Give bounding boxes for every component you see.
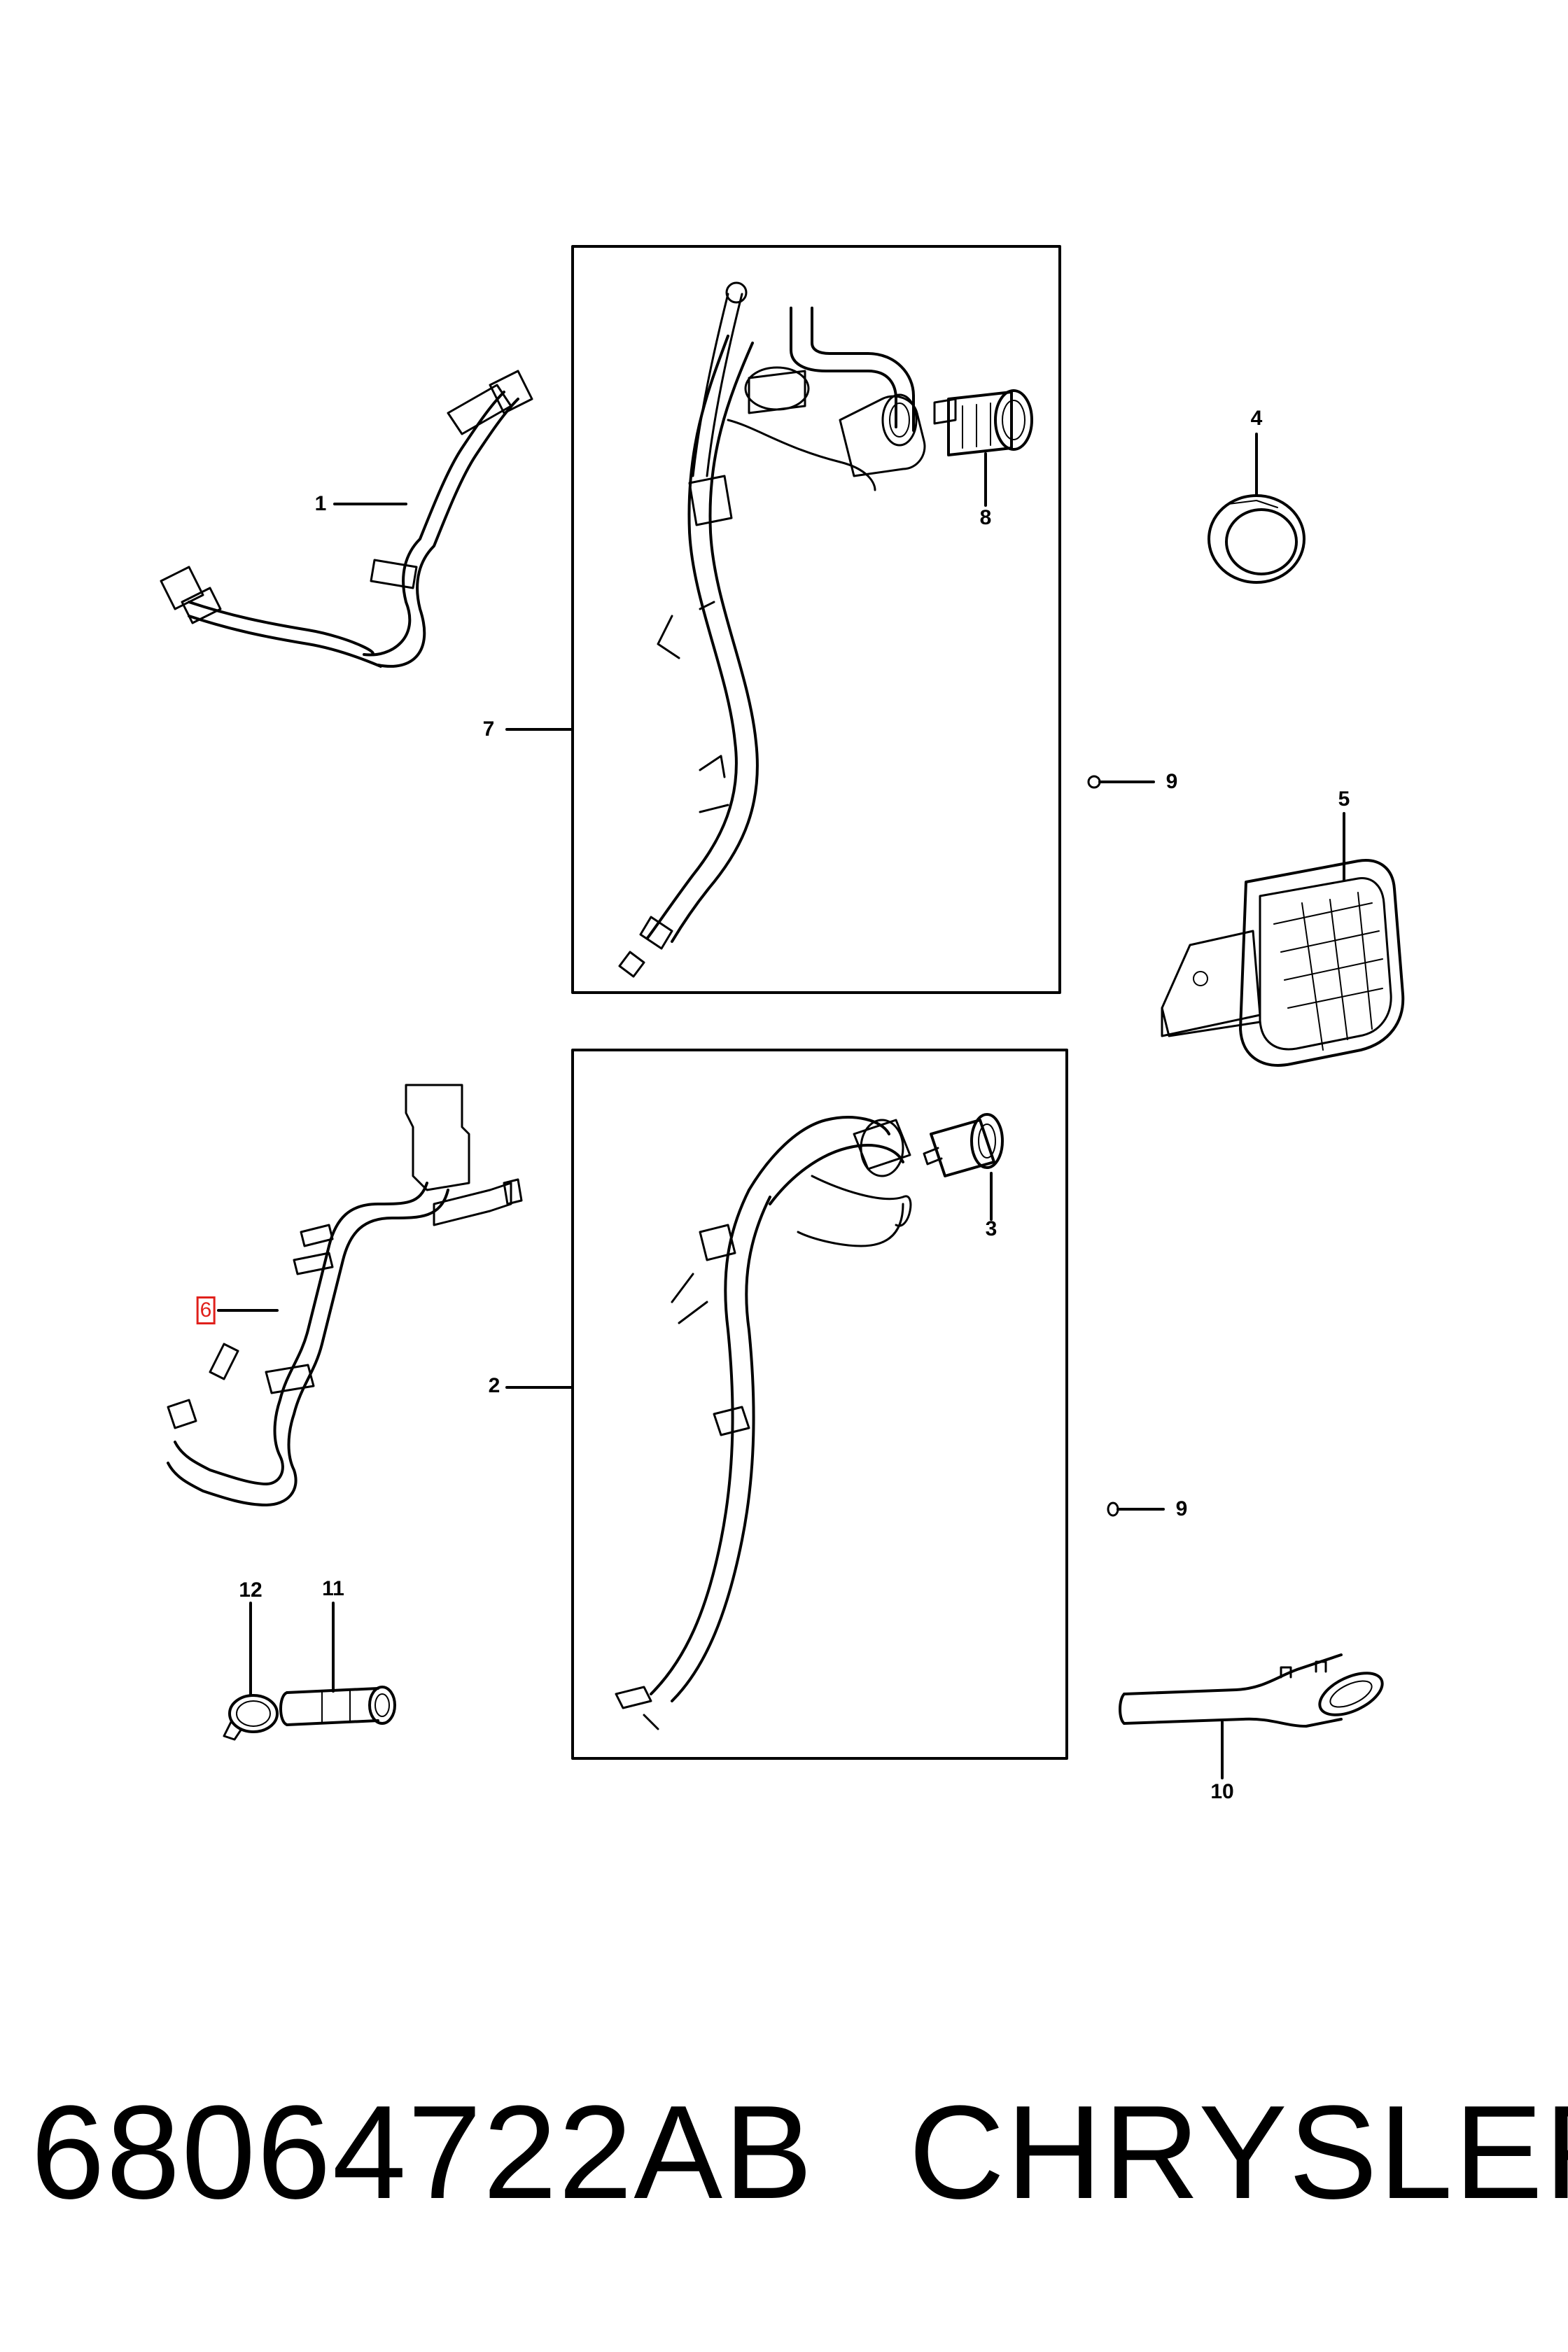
- callout-7: 7: [482, 718, 495, 741]
- screw-9b: [1107, 1502, 1119, 1517]
- callout-10: 10: [1210, 1780, 1234, 1803]
- callout-4: 4: [1250, 407, 1263, 430]
- vent-tube-6: [167, 1084, 523, 1506]
- filler-neck-10: [1119, 1653, 1384, 1728]
- callout-3: 3: [985, 1217, 997, 1240]
- callout-1: 1: [314, 492, 327, 515]
- callout-2: 2: [488, 1374, 500, 1397]
- vent-tube-1: [160, 370, 533, 668]
- bezel-ring-4: [1208, 494, 1306, 584]
- callout-8: 8: [979, 506, 992, 529]
- callout-12: 12: [239, 1578, 262, 1602]
- part-number: 68064722AB: [31, 2078, 814, 2227]
- fuel-cap-3: [923, 1113, 1004, 1177]
- filler-tube-2: [615, 1116, 912, 1730]
- fuel-cap-8: [933, 389, 1033, 456]
- assembly-7-box: [571, 245, 1061, 994]
- assembly-2-box: [571, 1049, 1068, 1760]
- callout-5: 5: [1338, 788, 1350, 811]
- callout-6: 6: [196, 1296, 216, 1324]
- hose-11: [279, 1686, 396, 1726]
- screw-9a: [1087, 775, 1101, 789]
- callout-9-upper: 9: [1166, 770, 1178, 793]
- filler-tube-7: [618, 281, 926, 978]
- callout-11: 11: [322, 1577, 344, 1600]
- callout-9-lower: 9: [1175, 1497, 1188, 1520]
- hose-clamp-12: [223, 1694, 279, 1741]
- brand-name: CHRYSLER: [909, 2078, 1568, 2227]
- fuel-door-5: [1161, 859, 1405, 1067]
